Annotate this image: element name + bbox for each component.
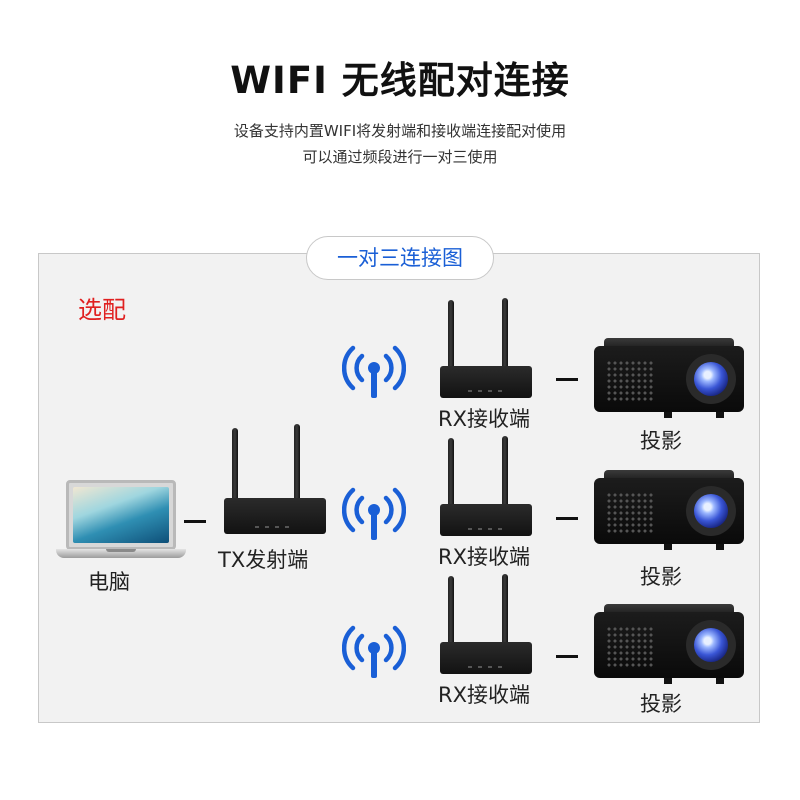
connector-rx-projector — [556, 378, 578, 381]
receiver-label: RX接收端 — [438, 683, 530, 707]
connector-rx-projector — [556, 655, 578, 658]
receiver-label: RX接收端 — [438, 407, 530, 431]
laptop-label: 电脑 — [88, 570, 130, 594]
transmitter-router-icon — [224, 424, 326, 534]
diagram-panel-label: 一对三连接图 — [306, 236, 494, 280]
projector-icon — [594, 604, 744, 684]
wifi-signal-icon — [342, 487, 406, 540]
wifi-signal-icon — [342, 625, 406, 678]
projector-icon — [594, 470, 744, 550]
page-title: WIFI 无线配对连接 — [230, 59, 570, 102]
connector-rx-projector — [556, 517, 578, 520]
receiver-router-icon — [440, 298, 532, 398]
connector-laptop-tx — [184, 520, 206, 523]
projector-icon — [594, 338, 744, 418]
page-subtitle-line-2: 可以通过频段进行一对三使用 — [302, 148, 498, 166]
projector-label: 投影 — [640, 565, 682, 589]
projector-label: 投影 — [640, 429, 682, 453]
projector-label: 投影 — [640, 692, 682, 716]
wifi-signal-icon — [342, 345, 406, 398]
transmitter-label: TX发射端 — [218, 548, 309, 572]
receiver-label: RX接收端 — [438, 545, 530, 569]
page-subtitle-line-1: 设备支持内置WIFI将发射端和接收端连接配对使用 — [233, 122, 567, 140]
receiver-router-icon — [440, 574, 532, 674]
pair-mode-label: 选配 — [78, 296, 126, 324]
receiver-router-icon — [440, 436, 532, 536]
